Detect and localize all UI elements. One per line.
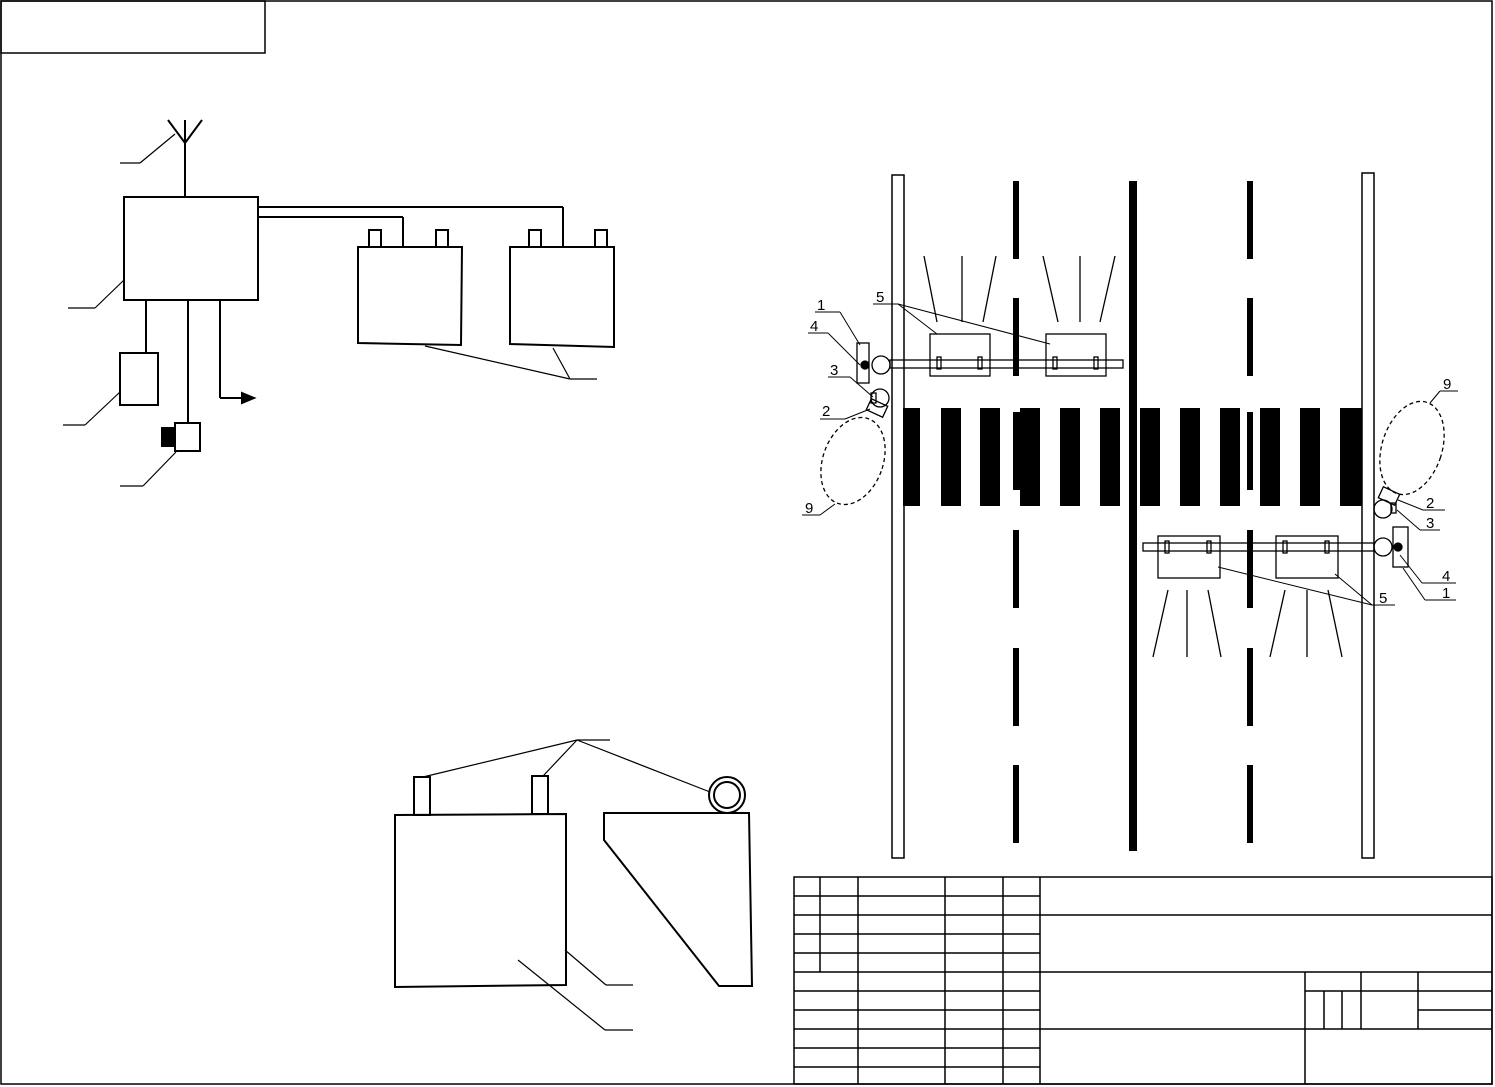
lamp-unit-1 xyxy=(357,229,464,347)
detection-zone-left xyxy=(820,416,886,506)
crossing-plan: 1 4 3 2 9 5 9 2 3 4 1 5 xyxy=(802,172,1458,859)
leader-lamp-detail xyxy=(422,739,711,1031)
installation-left xyxy=(820,255,1124,506)
installation-right xyxy=(1142,400,1445,658)
lamp-body-side xyxy=(603,812,754,987)
label-right-3: 3 xyxy=(1426,515,1434,532)
antenna-icon xyxy=(167,119,203,197)
detection-zone-right xyxy=(1379,400,1445,496)
label-left-9: 9 xyxy=(805,500,813,517)
power-unit xyxy=(119,352,159,406)
label-right-9: 9 xyxy=(1443,376,1451,393)
pole-right xyxy=(1373,537,1393,557)
label-left-2: 2 xyxy=(822,403,830,420)
leaders-right xyxy=(1217,390,1458,606)
controller-unit xyxy=(123,196,259,301)
leaders-left xyxy=(802,303,1051,516)
lamp-left-2 xyxy=(1045,333,1107,377)
sensor-unit xyxy=(174,422,201,452)
corner-stamp-box xyxy=(0,0,266,54)
label-left-4: 4 xyxy=(810,318,818,335)
label-right-5: 5 xyxy=(1379,590,1387,607)
lane-line-right xyxy=(1247,181,1253,843)
lane-line-left xyxy=(1013,181,1019,843)
lamp-unit-2 xyxy=(509,229,615,349)
lamp-left-1 xyxy=(929,333,991,377)
lamp-terminal-1 xyxy=(413,776,431,816)
label-left-3: 3 xyxy=(830,362,838,379)
curb-right xyxy=(1361,172,1375,859)
sensor-element xyxy=(161,427,175,447)
arrow-right-icon xyxy=(241,391,257,405)
lamp-right-1 xyxy=(1157,535,1221,579)
block-diagram xyxy=(63,119,615,487)
lamp-detail xyxy=(394,739,754,1031)
leader-controller-diag xyxy=(94,279,125,309)
lamp-terminal-2 xyxy=(531,775,549,815)
lamp-right-2 xyxy=(1275,535,1339,579)
zebra-crossing xyxy=(903,408,1362,506)
label-right-4: 4 xyxy=(1442,568,1450,585)
title-block xyxy=(793,876,1493,1085)
boom-right xyxy=(1142,542,1375,552)
leader-lamps xyxy=(424,345,597,380)
label-right-1: 1 xyxy=(1442,585,1450,602)
lamp-body-front xyxy=(394,812,567,989)
boom-left xyxy=(889,359,1124,369)
center-line xyxy=(1129,181,1137,851)
label-left-5: 5 xyxy=(876,289,884,306)
cabinet-right xyxy=(1392,526,1409,568)
leader-antenna-diag xyxy=(139,133,176,164)
pole-left xyxy=(871,355,891,375)
circle-pole-icon xyxy=(708,776,746,814)
curb-left xyxy=(891,174,905,859)
label-right-2: 2 xyxy=(1426,495,1434,512)
label-left-1: 1 xyxy=(817,297,825,314)
